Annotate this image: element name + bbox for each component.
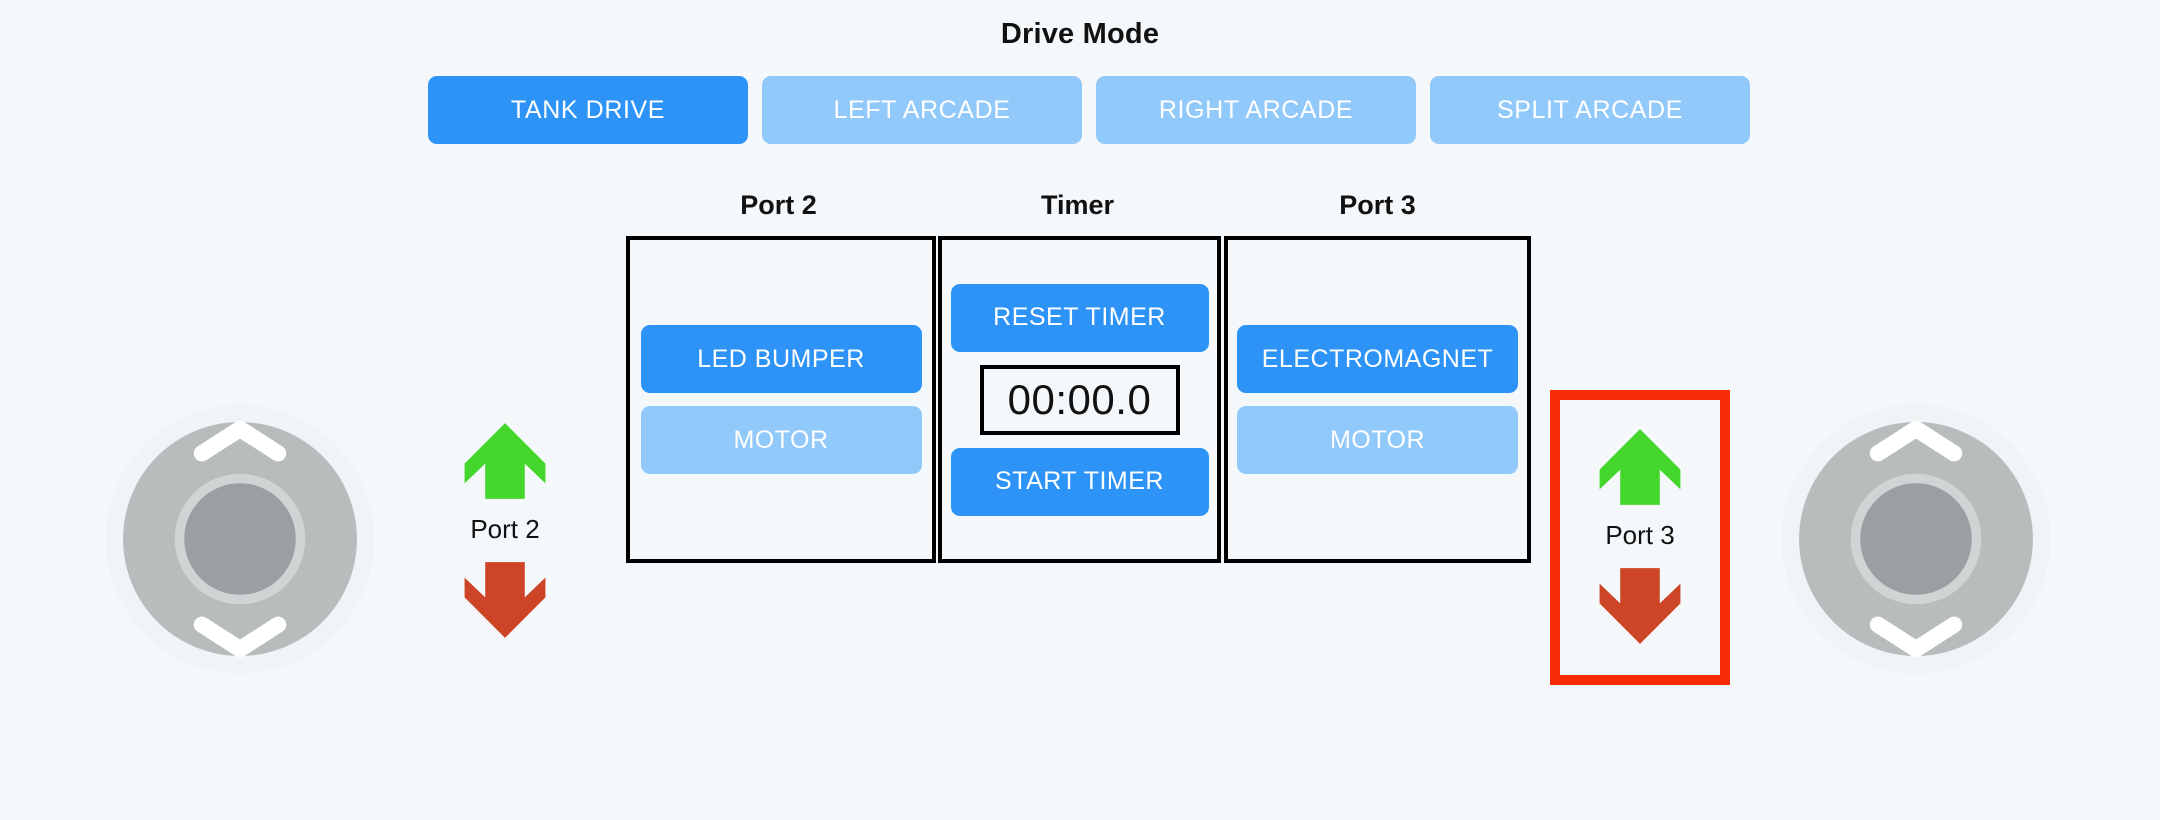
port2-control-label: Port 2 [470, 514, 540, 544]
drive-mode-button-group: TANK DRIVE LEFT ARCADE RIGHT ARCADE SPLI… [428, 76, 1750, 144]
timer-display: 00:00.0 [979, 364, 1180, 435]
chevron-up-icon [193, 420, 287, 462]
chevron-down-icon [193, 616, 287, 658]
led-bumper-button[interactable]: LED BUMPER [640, 325, 922, 393]
page-title: Drive Mode [1000, 18, 1160, 50]
port3-arrow-down-icon[interactable] [1597, 563, 1683, 649]
port3-section-caption: Port 3 [1339, 190, 1416, 220]
port2-arrow-up-icon[interactable] [462, 418, 548, 504]
port2-section-caption: Port 2 [740, 190, 817, 220]
timer-panel: RESET TIMER 00:00.0 START TIMER [938, 236, 1221, 563]
port3-control-label: Port 3 [1605, 520, 1675, 550]
timer-section-caption: Timer [1040, 190, 1115, 220]
electromagnet-button[interactable]: ELECTROMAGNET [1237, 325, 1518, 393]
port2-arrow-down-icon[interactable] [462, 557, 548, 643]
port3-arrow-control: Port 3 [1550, 390, 1730, 685]
chevron-down-icon [1869, 616, 1963, 658]
port3-arrow-up-icon[interactable] [1597, 424, 1683, 510]
drive-mode-tank-drive-button[interactable]: TANK DRIVE [428, 76, 748, 144]
port2-motor-button[interactable]: MOTOR [640, 406, 922, 474]
port3-motor-button[interactable]: MOTOR [1237, 406, 1518, 474]
right-joystick[interactable] [1780, 403, 2052, 675]
drive-mode-split-arcade-button[interactable]: SPLIT ARCADE [1430, 76, 1750, 144]
drive-mode-left-arcade-button[interactable]: LEFT ARCADE [762, 76, 1082, 144]
chevron-up-icon [1869, 420, 1963, 462]
drive-mode-right-arcade-button[interactable]: RIGHT ARCADE [1096, 76, 1416, 144]
left-joystick[interactable] [104, 403, 376, 675]
port2-arrow-control: Port 2 [430, 418, 580, 643]
start-timer-button[interactable]: START TIMER [950, 447, 1209, 516]
port2-panel: LED BUMPER MOTOR [626, 236, 936, 563]
port3-panel: ELECTROMAGNET MOTOR [1224, 236, 1531, 563]
reset-timer-button[interactable]: RESET TIMER [950, 283, 1209, 352]
